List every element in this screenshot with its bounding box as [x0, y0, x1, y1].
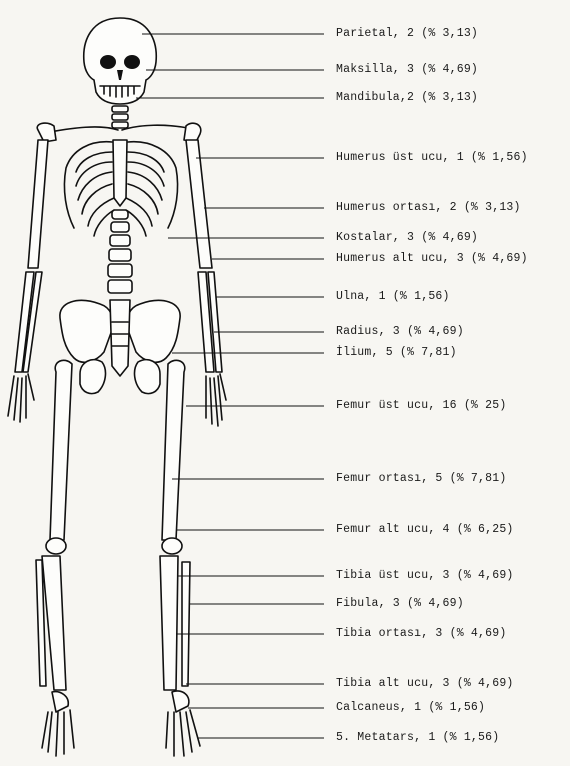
- label-humerus-orta: Humerus ortası, 2 (% 3,13): [336, 201, 521, 215]
- label-ilium: İlium, 5 (% 7,81): [336, 346, 457, 360]
- label-tibia-orta: Tibia ortası, 3 (% 4,69): [336, 627, 506, 641]
- label-radius: Radius, 3 (% 4,69): [336, 325, 464, 339]
- left-arm: [8, 140, 48, 422]
- left-leg: [36, 360, 74, 756]
- label-ulna: Ulna, 1 (% 1,56): [336, 290, 450, 304]
- skull: [84, 18, 156, 104]
- label-femur-ust: Femur üst ucu, 16 (% 25): [336, 399, 506, 413]
- label-humerus-alt: Humerus alt ucu, 3 (% 4,69): [336, 252, 528, 266]
- label-kostalar: Kostalar, 3 (% 4,69): [336, 231, 478, 245]
- label-metatars: 5. Metatars, 1 (% 1,56): [336, 731, 499, 745]
- label-parietal: Parietal, 2 (% 3,13): [336, 27, 478, 41]
- label-mandibula: Mandibula,2 (% 3,13): [336, 91, 478, 105]
- right-arm: [186, 140, 226, 426]
- label-femur-alt: Femur alt ucu, 4 (% 6,25): [336, 523, 514, 537]
- pelvis: [60, 300, 180, 394]
- label-femur-orta: Femur ortası, 5 (% 7,81): [336, 472, 506, 486]
- label-tibia-ust: Tibia üst ucu, 3 (% 4,69): [336, 569, 514, 583]
- label-fibula: Fibula, 3 (% 4,69): [336, 597, 464, 611]
- label-tibia-alt: Tibia alt ucu, 3 (% 4,69): [336, 677, 514, 691]
- lumbar-spine: [108, 210, 132, 293]
- label-maksilla: Maksilla, 3 (% 4,69): [336, 63, 478, 77]
- right-leg: [160, 360, 200, 756]
- cervical-spine: [112, 106, 128, 128]
- label-calcaneus: Calcaneus, 1 (% 1,56): [336, 701, 485, 715]
- label-humerus-ust: Humerus üst ucu, 1 (% 1,56): [336, 151, 528, 165]
